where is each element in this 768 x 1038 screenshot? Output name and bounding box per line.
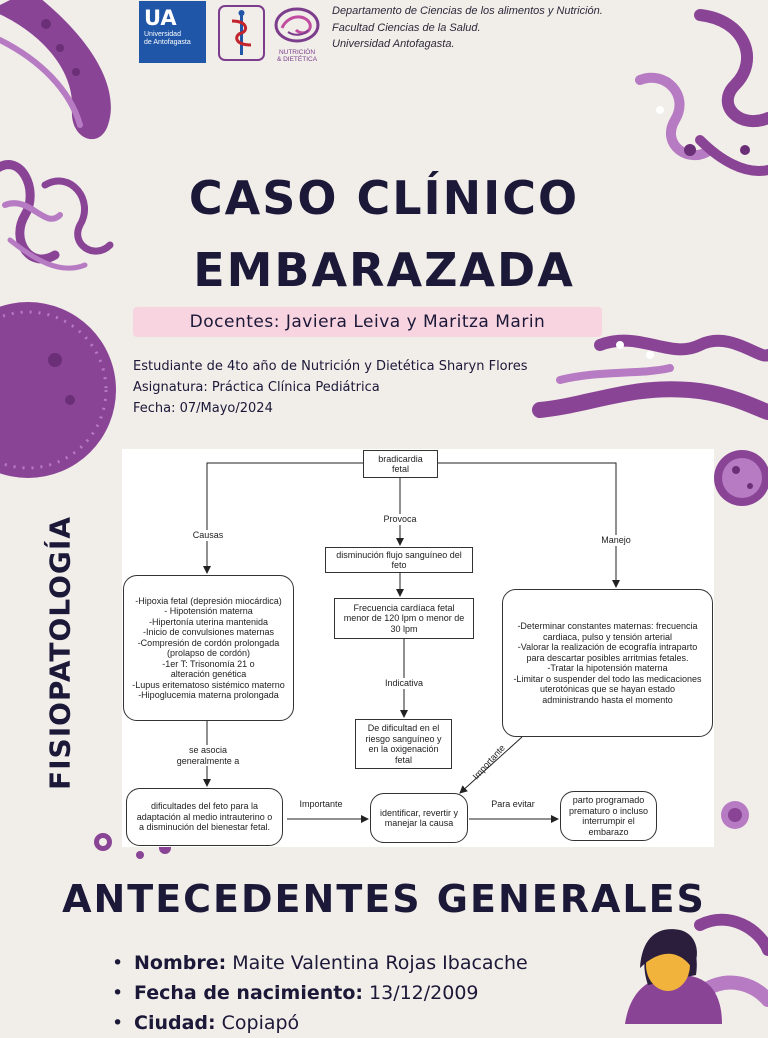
edge-label-causas: Causas bbox=[186, 530, 230, 541]
patient-details-list: •Nombre:Maite Valentina Rojas Ibacache •… bbox=[112, 948, 528, 1038]
detail-value: 13/12/2009 bbox=[369, 982, 479, 1004]
node-disminucion-flujo: disminución flujo sanguíneo del feto bbox=[325, 547, 473, 573]
edge-label-manejo: Manejo bbox=[594, 535, 638, 546]
edge-manejo bbox=[437, 462, 620, 588]
edge-label-indicativa: Indicativa bbox=[378, 678, 430, 689]
bullet: • bbox=[112, 982, 124, 1004]
edge-label-provoca: Provoca bbox=[378, 514, 422, 525]
bullet: • bbox=[112, 1012, 124, 1034]
detail-key: Nombre bbox=[134, 952, 219, 974]
university-line: Universidad Antofagasta. bbox=[332, 38, 455, 50]
caduceus-icon bbox=[218, 5, 265, 61]
page-title-line2: EMBARAZADA bbox=[193, 243, 575, 297]
ua-logo-name-line1: Universidad bbox=[144, 31, 181, 38]
edge-label-para-evitar: Para evitar bbox=[486, 799, 540, 810]
student-line: Estudiante de 4to año de Nutrición y Die… bbox=[133, 359, 528, 374]
node-parto-programado: parto programado prematuro o incluso int… bbox=[560, 791, 657, 841]
pathophysiology-flowchart: bradicardia fetal disminución flujo sang… bbox=[122, 449, 714, 847]
ua-logo-name-line2: de Antofagasta bbox=[144, 39, 191, 46]
fisiopatologia-side-label: FISIOPATOLOGÍA bbox=[43, 516, 77, 790]
subject-line: Asignatura: Práctica Clínica Pediátrica bbox=[133, 380, 380, 395]
nutricion-dietetica-logo: NUTRICIÓN & DIETÉTICA bbox=[272, 6, 322, 63]
ua-logo-mark: UA bbox=[144, 6, 177, 30]
detail-separator: : bbox=[218, 952, 227, 974]
edge-label-importante-bottom: Importante bbox=[294, 799, 348, 810]
department-info: Departamento de Ciencias de los alimento… bbox=[332, 3, 603, 53]
detail-ciudad: • Ciudad:Copiapó bbox=[112, 1008, 528, 1038]
page-title-line1: CASO CLÍNICO bbox=[188, 171, 580, 225]
nutrition-logo-line1: NUTRICIÓN bbox=[278, 49, 316, 56]
detail-fecha-nacimiento: • Fecha de nacimiento:13/12/2009 bbox=[112, 978, 528, 1008]
faculty-line: Facultad Ciencias de la Salud. bbox=[332, 21, 481, 34]
nutrition-logo-line2: & DIETÉTICA bbox=[276, 56, 318, 63]
detail-value: Maite Valentina Rojas Ibacache bbox=[232, 952, 528, 974]
node-frecuencia-cardiaca: Frecuencia cardíaca fetal menor de 120 l… bbox=[334, 598, 474, 639]
detail-separator: : bbox=[208, 1012, 216, 1034]
node-dificultad-riesgo: De dificultad en el riesgo sanguíneo y e… bbox=[355, 719, 452, 769]
detail-separator: : bbox=[355, 982, 364, 1004]
edge-label-se-asocia: se asocia generalmente a bbox=[167, 745, 249, 766]
nutrition-swirl-icon bbox=[274, 7, 320, 43]
universidad-antofagasta-logo: UA Universidad de Antofagasta bbox=[139, 1, 206, 63]
node-identificar-causa: identificar, revertir y manejar la causa bbox=[370, 793, 468, 843]
case-info: Estudiante de 4to año de Nutrición y Die… bbox=[133, 356, 527, 419]
node-bradicardia: bradicardia fetal bbox=[363, 450, 438, 478]
detail-value: Copiapó bbox=[221, 1012, 300, 1034]
edge-importante-diagonal bbox=[459, 736, 523, 794]
detail-key: Ciudad bbox=[134, 1012, 209, 1034]
node-dificultades-feto: dificultades del feto para la adaptación… bbox=[126, 788, 283, 846]
teachers-badge: Docentes: Javiera Leiva y Maritza Marin bbox=[133, 307, 602, 337]
detail-nombre: • Nombre:Maite Valentina Rojas Ibacache bbox=[112, 948, 528, 978]
node-causas-list: -Hipoxia fetal (depresión miocárdica) - … bbox=[123, 575, 294, 721]
bullet: • bbox=[112, 952, 124, 974]
node-manejo-list: -Determinar constantes maternas: frecuen… bbox=[502, 589, 713, 737]
detail-key: Fecha de nacimiento bbox=[134, 982, 356, 1004]
department-line: Departamento de Ciencias de los alimento… bbox=[332, 5, 603, 17]
date-line: Fecha: 07/Mayo/2024 bbox=[133, 401, 273, 416]
antecedentes-generales-heading: ANTECEDENTES GENERALES bbox=[62, 877, 706, 921]
